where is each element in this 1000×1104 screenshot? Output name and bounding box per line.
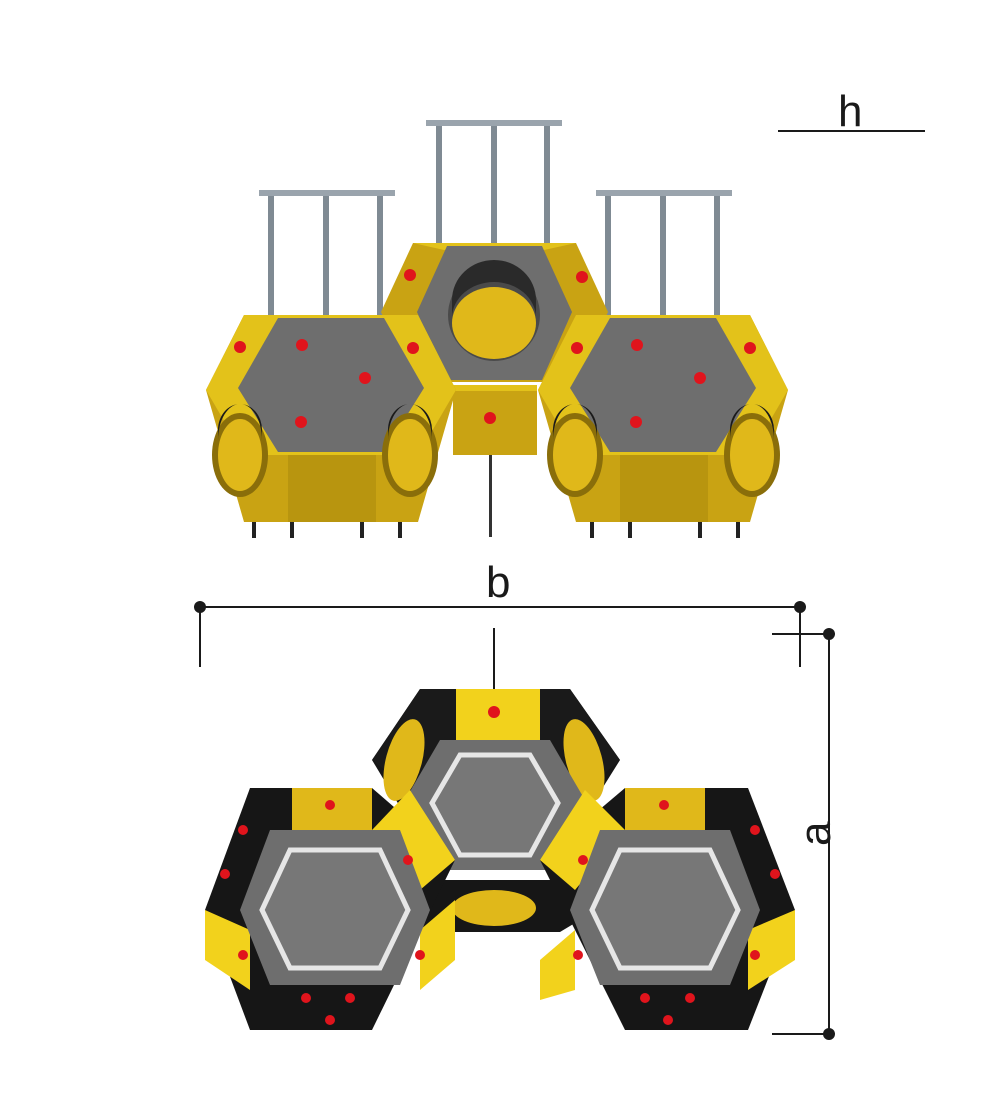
depth-label: a <box>791 821 840 846</box>
climbing-hold <box>296 339 308 351</box>
climbing-hold <box>694 372 706 384</box>
center-connector <box>453 385 537 537</box>
height-dimension: h <box>778 87 925 136</box>
top-center-module <box>372 689 620 870</box>
railing-left <box>259 190 395 316</box>
railing-center <box>426 120 562 246</box>
railing-right <box>596 190 732 316</box>
climbing-hold <box>744 342 756 354</box>
front-view <box>206 120 788 538</box>
climbing-hold <box>359 372 371 384</box>
climbing-hold <box>571 342 583 354</box>
top-left-module <box>205 788 455 1030</box>
center-top-module <box>381 243 608 382</box>
width-dimension: b <box>194 558 806 667</box>
climbing-hold <box>234 341 246 353</box>
climbing-hold <box>631 339 643 351</box>
climbing-hold <box>295 416 307 428</box>
climbing-hold <box>576 271 588 283</box>
top-right-module <box>540 788 795 1030</box>
climbing-hold <box>630 416 642 428</box>
width-label: b <box>486 558 510 607</box>
climbing-hold <box>484 412 496 424</box>
height-label: h <box>838 87 862 136</box>
climbing-hold <box>488 706 500 718</box>
climbing-hold <box>407 342 419 354</box>
climbing-hold <box>404 269 416 281</box>
depth-dimension: a <box>772 628 840 1040</box>
left-module <box>206 315 456 538</box>
right-module <box>538 315 788 538</box>
top-view <box>205 628 795 1030</box>
